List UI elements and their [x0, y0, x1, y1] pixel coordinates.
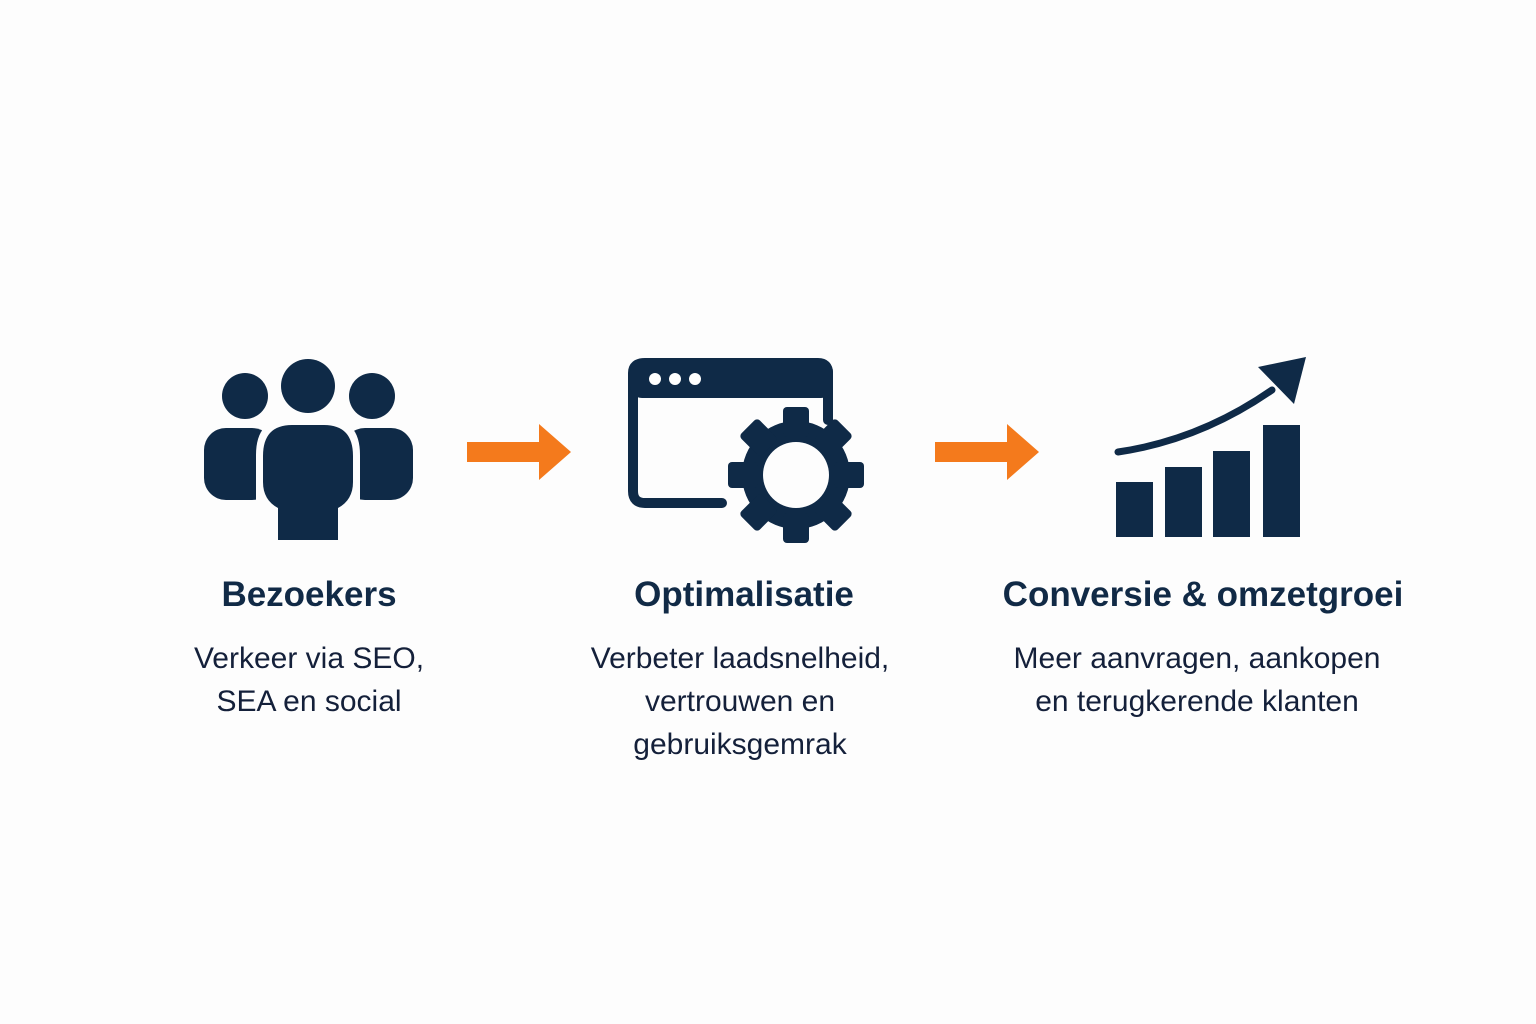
step-title: Bezoekers — [221, 575, 397, 614]
step-title: Optimalisatie — [634, 575, 854, 614]
step-description-line: Meer aanvragen, aankopen — [1013, 642, 1381, 675]
step-description-line: SEA en social — [216, 685, 402, 718]
step-description-line: Verkeer via SEO, — [193, 642, 425, 675]
step-description-line: Verbeter laadsnelheid, — [590, 642, 890, 675]
step-description-line: gebruiksgemrak — [633, 728, 847, 761]
step-title: Conversie & omzetgroei — [1002, 575, 1404, 614]
arrow-right-icon — [935, 424, 1039, 480]
step-description-line: en terugkerende klanten — [1035, 685, 1359, 718]
step-description: Meer aanvragen, aankopen en terugkerende… — [947, 637, 1447, 723]
step-description: Verbeter laadsnelheid, vertrouwen en geb… — [490, 637, 990, 766]
step-description-line: vertrouwen en — [644, 685, 836, 718]
arrow-right-icon — [467, 424, 571, 480]
step-description: Verkeer via SEO, SEA en social — [59, 637, 559, 723]
